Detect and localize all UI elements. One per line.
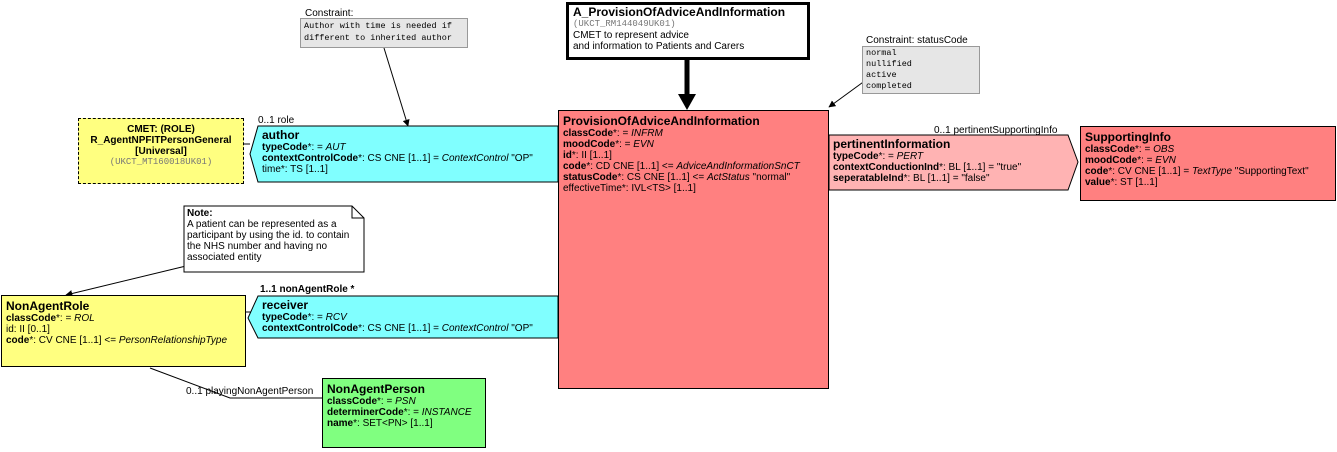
header-desc-1: CMET to represent advice <box>573 30 689 41</box>
note-arrow <box>65 265 187 297</box>
header-desc-2: and information to Patients and Carers <box>573 41 745 52</box>
pertinent-box: pertinentInformation typeCode*: = PERT c… <box>833 137 1073 191</box>
supporting-info-box: SupportingInfo classCode*: = OBS moodCod… <box>1080 126 1336 201</box>
nonagentrole-title: NonAgentRole <box>6 299 90 313</box>
cmet-header-box: A_ProvisionOfAdviceAndInformation (UKCT_… <box>566 2 810 60</box>
author-role-label: 0..1 role <box>258 115 295 126</box>
supporting-title: SupportingInfo <box>1085 130 1171 144</box>
provision-act-box: ProvisionOfAdviceAndInformation classCod… <box>558 110 829 389</box>
status-constraint-box: normal nullified active completed <box>862 46 980 94</box>
header-arrow-head <box>678 94 696 110</box>
receiver-title: receiver <box>262 298 309 312</box>
nonagentperson-title: NonAgentPerson <box>327 382 426 396</box>
author-constraint-arrow <box>383 47 410 127</box>
pertinent-role-label: 0..1 pertinentSupportingInfo <box>934 125 1058 136</box>
note-line: participant by using the id. to contain <box>187 230 350 241</box>
receiver-box: receiver typeCode*: = RCV contextControl… <box>262 298 558 338</box>
pertinent-title: pertinentInformation <box>833 137 951 151</box>
cmet-line-1: CMET: (ROLE) <box>127 124 195 135</box>
note-line: associated entity <box>187 252 262 263</box>
note-title: Note: <box>187 208 213 219</box>
author-time: time*: TS [1..1] <box>262 164 328 175</box>
note-line: A patient can be represented as a <box>187 219 337 230</box>
playing-line <box>149 367 322 399</box>
header-id: (UKCT_RM144049UK01) <box>573 19 676 29</box>
main-title: ProvisionOfAdviceAndInformation <box>563 114 760 128</box>
status-constraint-arrow <box>828 79 867 108</box>
author-box: author typeCode*: = AUT contextControlCo… <box>262 128 558 182</box>
main-effective: effectiveTime*: IVL<TS> [1..1] <box>563 183 696 194</box>
status-constraint-title: Constraint: statusCode <box>866 35 968 46</box>
status-item: nullified <box>866 59 912 69</box>
cmet-id: (UKCT_MT160018UK01) <box>109 157 213 167</box>
status-item: completed <box>866 81 912 91</box>
note-line: the NHS number and having no <box>187 241 328 252</box>
author-constraint-line-2: different to inherited author <box>304 33 452 43</box>
note-box: Note: A patient can be represented as a … <box>187 208 363 272</box>
status-item: normal <box>866 48 897 58</box>
nonagentperson-role-label: 0..1 playingNonAgentPerson <box>186 386 314 397</box>
author-constraint-title: Constraint: <box>305 8 354 19</box>
status-item: active <box>866 70 897 80</box>
header-title: A_ProvisionOfAdviceAndInformation <box>573 5 786 19</box>
receiver-role-label: 1..1 nonAgentRole * <box>260 284 355 295</box>
author-title: author <box>262 128 300 142</box>
author-constraint-line-1: Author with time is needed if <box>304 21 452 31</box>
cmet-line-3: [Universal] <box>135 146 187 157</box>
cmet-role-box: CMET: (ROLE) R_AgentNPFITPersonGeneral [… <box>78 118 244 184</box>
nonagentrole-box: NonAgentRole classCode*: = ROL id: II [0… <box>1 295 246 367</box>
nonagentrole-id: id: II [0..1] <box>6 324 50 335</box>
nonagentperson-box: NonAgentPerson classCode*: = PSN determi… <box>322 378 486 448</box>
cmet-line-2: R_AgentNPFITPersonGeneral <box>90 135 232 146</box>
author-constraint-box: Author with time is needed if different … <box>300 18 468 48</box>
